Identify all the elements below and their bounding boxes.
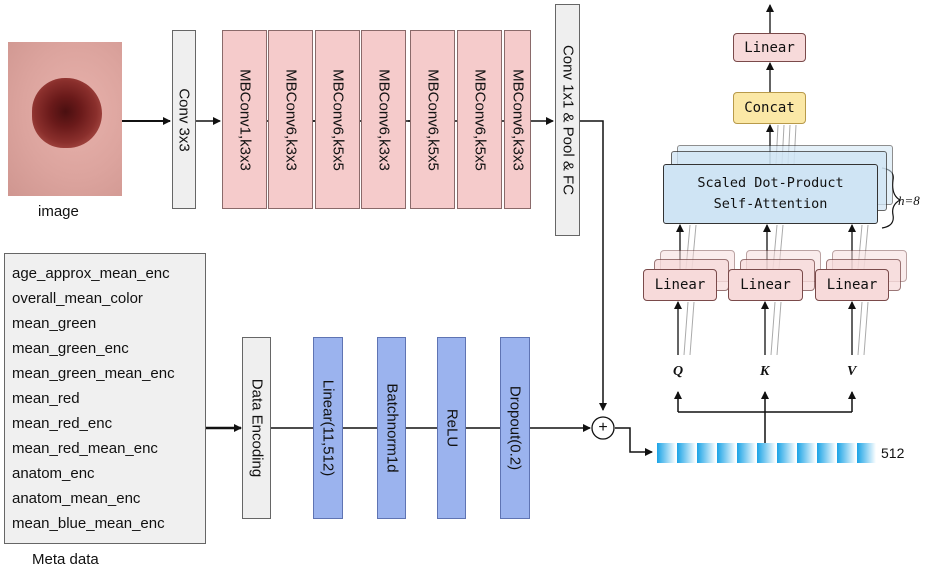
- arrow-head-to-plus: [580, 120, 607, 411]
- meta-feature: mean_green: [12, 315, 97, 332]
- linear-v-label: Linear: [826, 277, 878, 293]
- conv3x3-block: Conv 3x3: [172, 30, 196, 209]
- arrow-plus-to-embedding: [615, 427, 653, 456]
- image-label: image: [38, 203, 79, 220]
- q-label: Q: [673, 364, 684, 379]
- meta-label: Meta data: [32, 551, 99, 568]
- meta-feature: mean_green_enc: [12, 340, 129, 357]
- meta-feature: age_approx_mean_enc: [12, 265, 170, 282]
- meta-feature: mean_green_mean_enc: [12, 365, 175, 382]
- meta-feature: mean_red_enc: [12, 415, 113, 432]
- embedding-vector: [657, 443, 877, 463]
- heads-label: h=8: [898, 193, 920, 208]
- mbconv-block-1: MBConv1,k3x3: [222, 30, 267, 209]
- mbconv-block-3: MBConv6,k5x5: [315, 30, 360, 209]
- linear-output-block: Linear: [733, 33, 806, 62]
- conv3x3-label: Conv 3x3: [175, 87, 193, 152]
- relu-label: ReLU: [443, 408, 460, 448]
- k-label: K: [760, 364, 770, 379]
- mbconv-block-4: MBConv6,k3x3: [361, 30, 406, 209]
- meta-feature: mean_red: [12, 390, 80, 407]
- meta-feature: anatom_mean_enc: [12, 490, 141, 507]
- attention-label-line1: Scaled Dot-Product: [697, 175, 844, 191]
- linear-q-label: Linear: [654, 277, 706, 293]
- mbconv-label: MBConv1,k3x3: [236, 68, 253, 171]
- mbconv-label: MBConv6,k5x5: [424, 68, 441, 171]
- relu-block: ReLU: [437, 337, 466, 519]
- meta-feature: anatom_enc: [12, 465, 95, 482]
- v-label: V: [847, 364, 857, 379]
- mbconv-label: MBConv6,k5x5: [471, 68, 488, 171]
- dropout-label: Dropout(0.2): [506, 385, 524, 471]
- concat-label: Concat: [744, 100, 795, 116]
- linear-output-label: Linear: [744, 39, 795, 56]
- lesion-image: [8, 42, 122, 196]
- head-label: Conv 1x1 & Pool & FC: [559, 44, 576, 196]
- meta-feature: overall_mean_color: [12, 290, 143, 307]
- mbconv-label: MBConv6,k3x3: [282, 68, 299, 171]
- linear-v-block: Linear: [815, 269, 889, 301]
- attention-block: Scaled Dot-Product Self-Attention: [663, 164, 878, 224]
- head-block: Conv 1x1 & Pool & FC: [555, 4, 580, 236]
- meta-feature: mean_blue_mean_enc: [12, 515, 165, 532]
- lesion-spot: [32, 78, 102, 148]
- mbconv-label: MBConv6,k3x3: [375, 68, 392, 171]
- attention-label-line2: Self-Attention: [713, 196, 828, 212]
- plus-circle: [591, 416, 615, 440]
- mbconv-block-5: MBConv6,k5x5: [410, 30, 455, 209]
- linear-k-label: Linear: [740, 277, 791, 293]
- mbconv-label: MBConv6,k5x5: [329, 68, 346, 171]
- batchnorm-label: Batchnorm1d: [383, 383, 400, 473]
- embedding-size-label: 512: [881, 445, 905, 461]
- data-encoding-block: Data Encoding: [242, 337, 271, 519]
- batchnorm-block: Batchnorm1d: [377, 337, 406, 519]
- mbconv-block-7: MBConv6,k3x3: [504, 30, 531, 209]
- dropout-block: Dropout(0.2): [500, 337, 530, 519]
- mbconv-label: MBConv6,k3x3: [509, 68, 526, 171]
- linear-label: Linear(11,512): [319, 379, 337, 477]
- linear-block: Linear(11,512): [313, 337, 343, 519]
- data-encoding-label: Data Encoding: [248, 378, 265, 478]
- plus-symbol: +: [598, 419, 608, 436]
- mbconv-block-2: MBConv6,k3x3: [268, 30, 313, 209]
- mbconv-block-6: MBConv6,k5x5: [457, 30, 502, 209]
- linear-q-block: Linear: [643, 269, 717, 301]
- concat-block: Concat: [733, 92, 806, 124]
- meta-feature: mean_red_mean_enc: [12, 440, 158, 457]
- linear-k-block: Linear: [728, 269, 803, 301]
- meta-features-box: age_approx_mean_enc overall_mean_color m…: [4, 253, 206, 544]
